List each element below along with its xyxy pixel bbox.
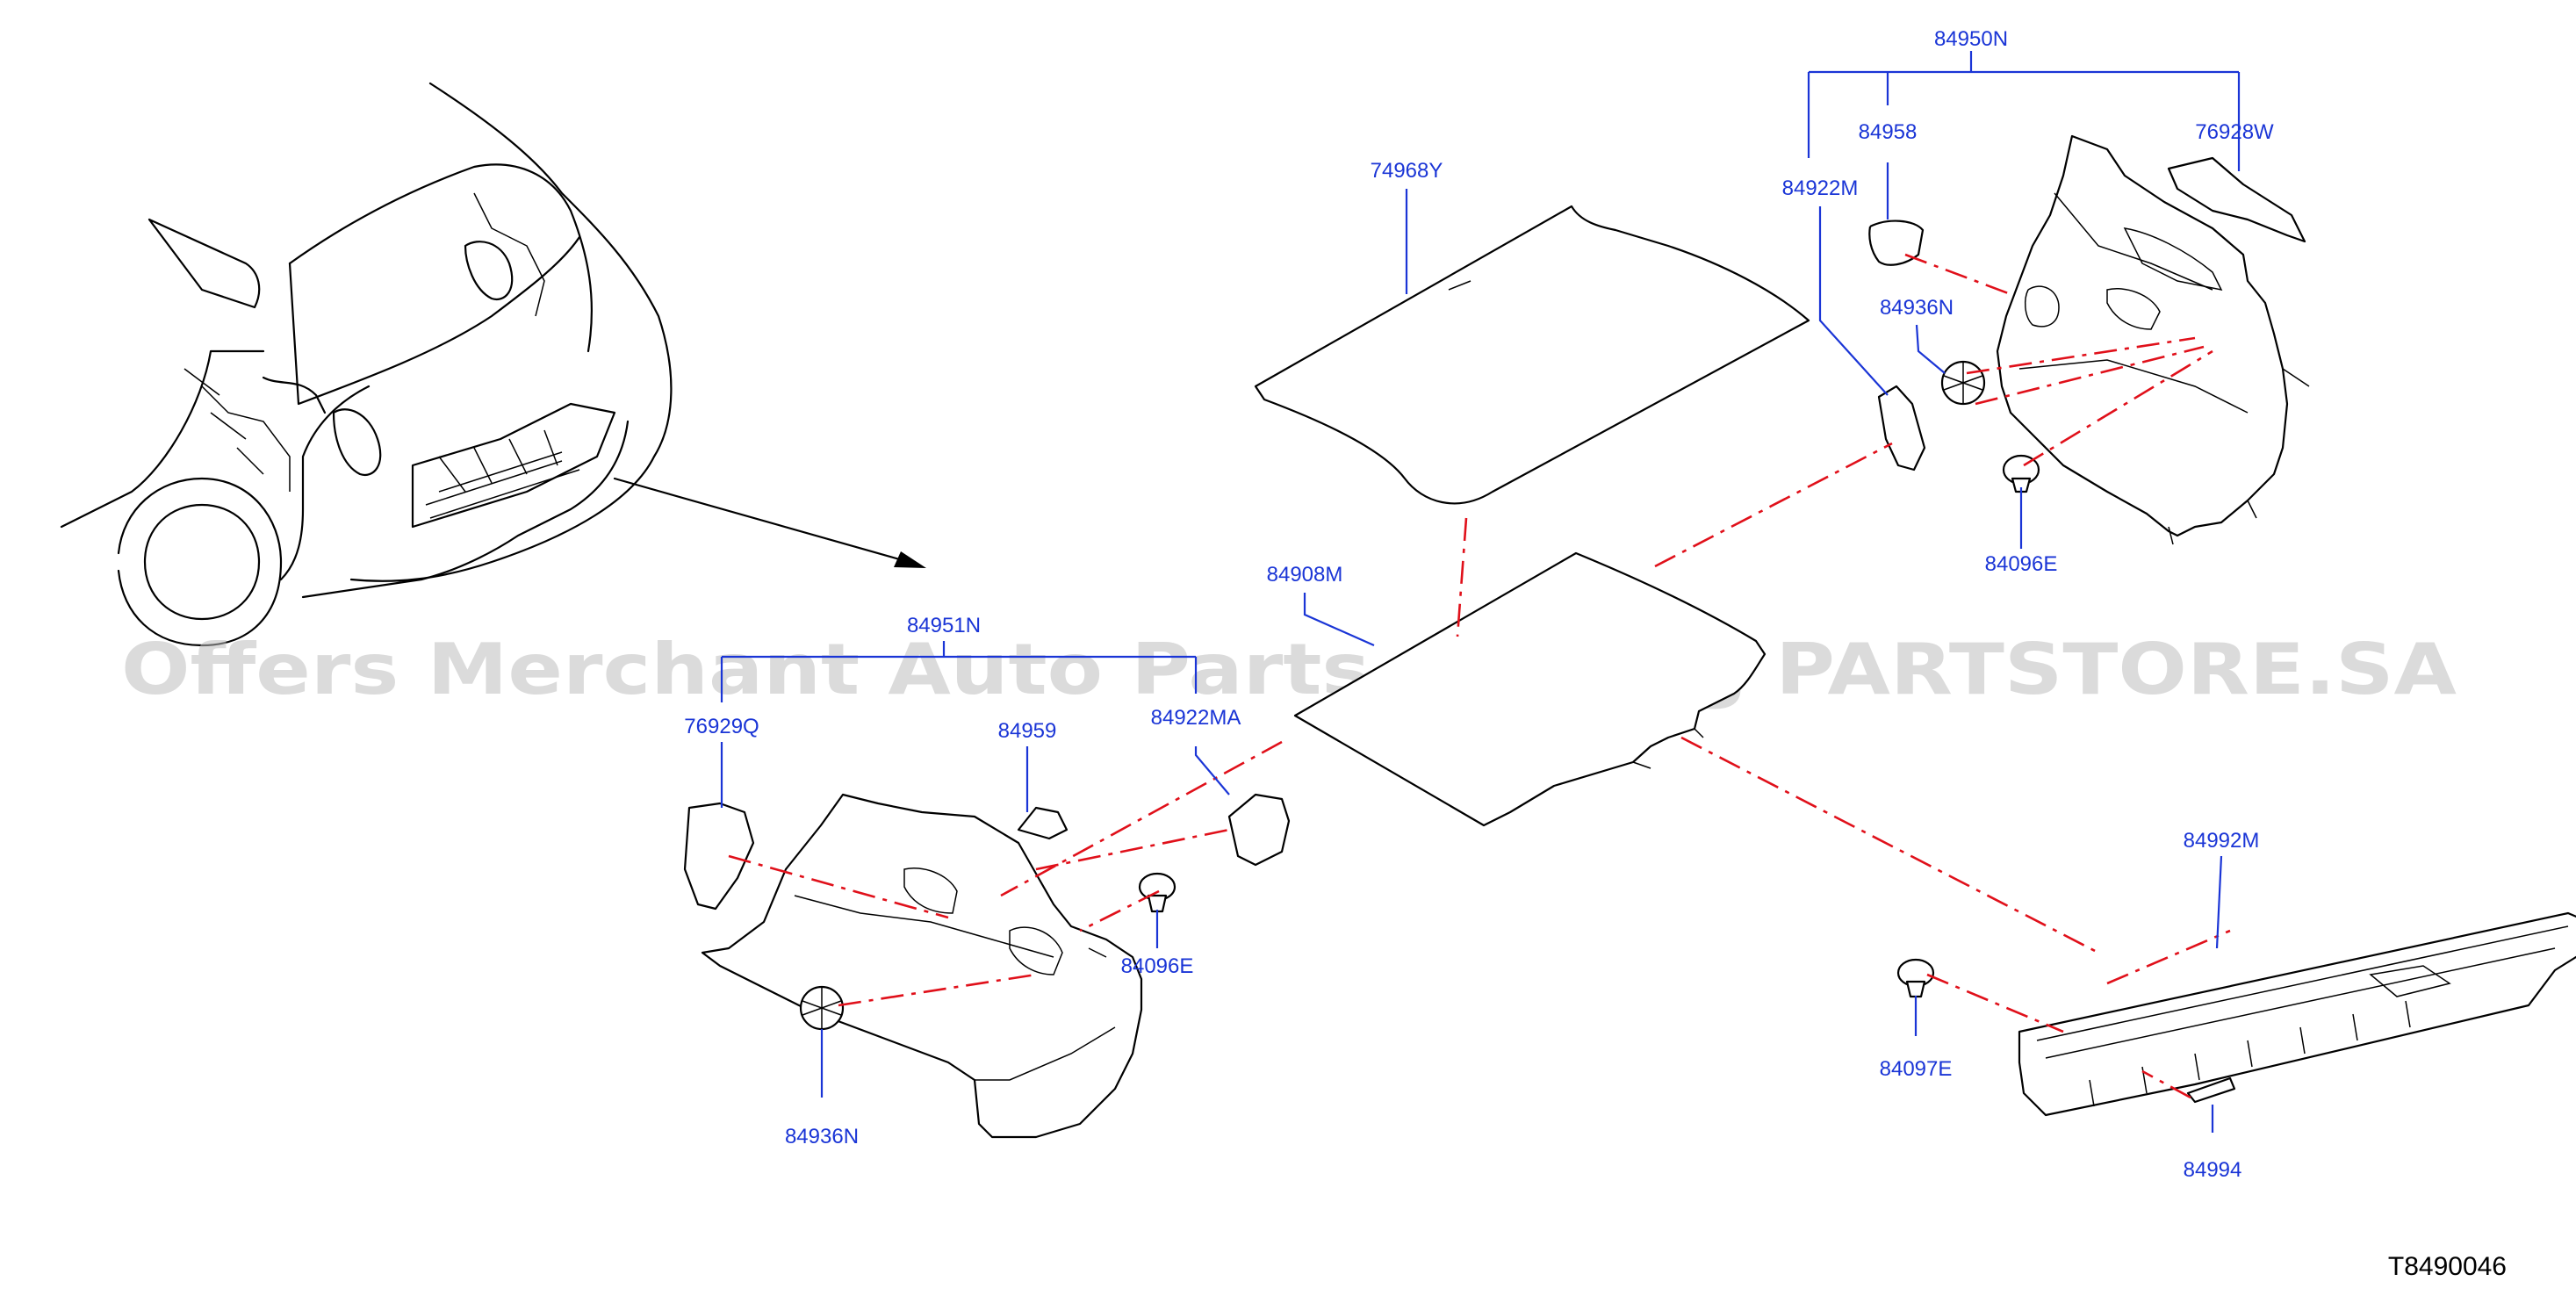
part-84096E-left-clip — [1138, 872, 1176, 913]
label-84936N-right: 84936N — [1880, 296, 1954, 320]
leader-lines — [720, 51, 2241, 1133]
part-84992M-rear-finisher — [2018, 911, 2576, 1117]
label-84922M: 84922M — [1782, 176, 1859, 200]
part-84096E-right-clip — [2002, 454, 2040, 493]
label-84096E-left: 84096E — [1121, 954, 1194, 978]
part-84950N-right-quarter-trim — [1996, 134, 2310, 545]
label-84994: 84994 — [2184, 1158, 2242, 1182]
part-84936N-left-clip — [799, 985, 845, 1031]
label-84936N-left: 84936N — [785, 1125, 859, 1148]
label-84097E: 84097E — [1880, 1057, 1953, 1081]
drawing-id: T8490046 — [2388, 1252, 2507, 1281]
part-labels: 84950N 84958 76928W 84922M 84936N 84096E… — [684, 27, 2274, 1182]
part-84951N-left-quarter-trim — [701, 793, 1143, 1139]
part-76928W-bracket — [2167, 156, 2306, 243]
assembly-lines — [728, 253, 2231, 1099]
label-84951N: 84951N — [907, 614, 981, 637]
part-84922M-bracket — [1877, 385, 1926, 472]
label-76929Q: 76929Q — [684, 715, 759, 738]
watermark: Offers Merchant Auto Parts Catalog PARTS… — [121, 629, 2457, 710]
label-84959: 84959 — [998, 719, 1057, 743]
label-84908M: 84908M — [1267, 563, 1343, 587]
label-76928W: 76928W — [2195, 120, 2274, 144]
part-84936N-right-clip — [1940, 360, 1986, 406]
label-84950N: 84950N — [1934, 27, 2008, 51]
part-74968Y-trunk-board — [1254, 205, 1810, 505]
part-84959-cover — [1017, 806, 1069, 840]
label-84922MA: 84922MA — [1151, 706, 1241, 730]
part-84908M-floor-mat — [1293, 551, 1767, 827]
part-76929Q-bracket — [683, 802, 755, 911]
part-84922MA-bracket — [1227, 793, 1291, 867]
label-84096E-right: 84096E — [1985, 552, 2058, 576]
label-84958: 84958 — [1859, 120, 1918, 144]
vehicle-rear-view — [60, 82, 926, 647]
part-84994-strip — [2186, 1076, 2236, 1104]
part-84958-cover — [1868, 220, 1925, 266]
label-74968Y: 74968Y — [1371, 159, 1443, 183]
label-84992M: 84992M — [2184, 829, 2260, 853]
part-84097E-clip — [1896, 958, 1935, 998]
